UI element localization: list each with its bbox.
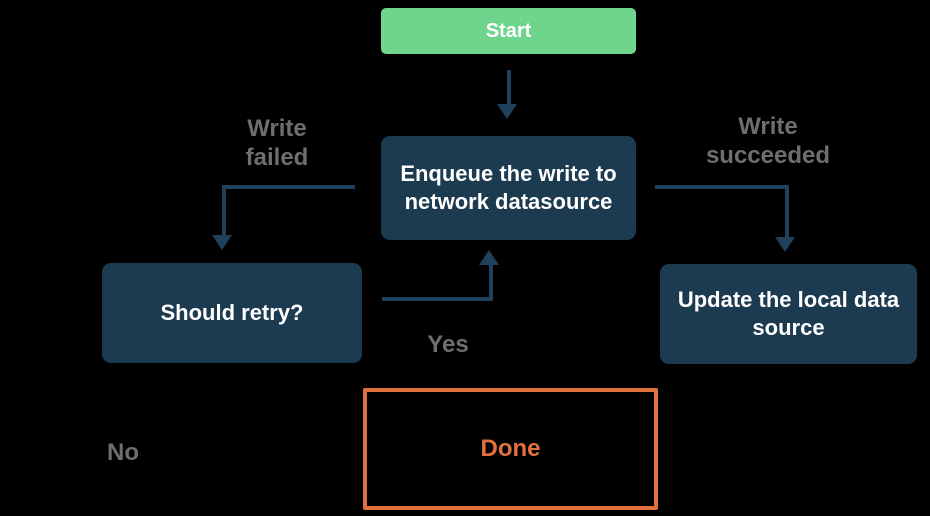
arrow-write-succeeded-vertical	[785, 185, 789, 239]
edge-label-yes: Yes	[427, 331, 469, 358]
node-done: Done	[363, 388, 658, 510]
arrow-yes-vertical	[489, 264, 493, 301]
arrow-write-failed-vertical	[222, 185, 226, 237]
edge-label-write-failed: Write failed	[245, 115, 309, 171]
node-start: Start	[381, 8, 636, 54]
arrowhead-down-icon	[212, 235, 232, 250]
node-should-retry: Should retry?	[102, 263, 362, 363]
arrowhead-up-icon	[479, 250, 499, 265]
edge-label-write-succeeded: Write succeeded	[705, 113, 831, 169]
arrow-write-failed-horizontal	[224, 185, 355, 189]
arrowhead-down-icon	[775, 237, 795, 252]
arrowhead-down-icon	[497, 104, 517, 119]
node-enqueue-write: Enqueue the write to network datasource	[381, 136, 636, 240]
arrow-yes-horizontal	[382, 297, 492, 301]
arrow-write-succeeded-horizontal	[655, 185, 787, 189]
edge-label-no: No	[107, 439, 139, 466]
arrow-start-to-enqueue-line	[507, 70, 511, 106]
node-update-local-source: Update the local data source	[660, 264, 917, 364]
